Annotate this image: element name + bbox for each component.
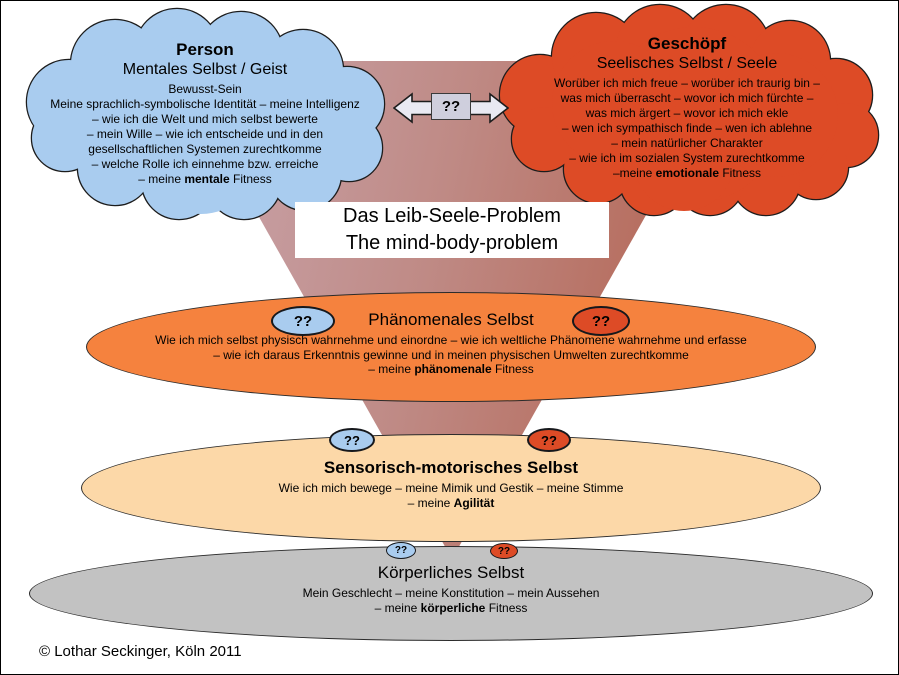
- cloud-line: – wie ich im sozialen System zurechtkomm…: [569, 151, 805, 165]
- cloud-line: – wen ich sympathisch finde – wen ich ab…: [561, 121, 813, 135]
- arrow-question-label: ??: [431, 93, 471, 120]
- phenomenal-self-text: Phänomenales Selbst Wie ich mich selbst …: [86, 310, 816, 377]
- phenomenal-red-question-badge: ??: [572, 306, 630, 336]
- fitness-bold: körperliche: [420, 600, 486, 615]
- bodily-self-title: Körperliches Selbst: [377, 563, 525, 582]
- fitness-post: Fitness: [491, 362, 534, 376]
- cloud-line: Bewusst-Sein: [168, 82, 242, 96]
- band-line: Wie ich mich bewege – meine Mimik und Ge…: [278, 481, 624, 495]
- band-line: Wie ich mich selbst physisch wahrnehme u…: [155, 333, 747, 347]
- soul-self-cloud-text: Geschöpf Seelisches Selbst / Seele Worüb…: [501, 33, 873, 181]
- bodily-self-text: Körperliches Selbst Mein Geschlecht – me…: [29, 563, 873, 615]
- fitness-pre: – meine: [368, 362, 415, 376]
- fitness-pre: – meine: [374, 600, 421, 615]
- cloud-line: – wie ich die Welt und mich selbst bewer…: [92, 112, 318, 126]
- soul-self-subtitle: Seelisches Selbst / Seele: [596, 55, 778, 72]
- cloud-line: gesellschaftlichen Systemen zurechtkomme: [88, 142, 322, 156]
- mental-self-subtitle: Mentales Selbst / Geist: [122, 61, 288, 78]
- band-line: Mein Geschlecht – meine Konstitution – m…: [302, 586, 600, 600]
- phenomenal-fitness-line: – meine phänomenale Fitness: [86, 362, 816, 377]
- phenomenal-blue-question-badge: ??: [271, 306, 335, 336]
- fitness-post: Fitness: [485, 600, 528, 615]
- cloud-line: – welche Rolle ich einnehme bzw. erreich…: [91, 157, 319, 171]
- fitness-bold: mentale: [184, 172, 230, 186]
- title-line-en: The mind-body-problem: [345, 232, 559, 254]
- fitness-pre: – meine: [138, 172, 185, 186]
- mental-self-cloud-text: Person Mentales Selbst / Geist Bewusst-S…: [27, 39, 383, 187]
- cloud-line: Worüber ich mich freue – worüber ich tra…: [554, 76, 820, 90]
- cloud-line: was mich ärgert – wovor ich mich ekle: [585, 106, 789, 120]
- page-title: Das Leib-Seele-Problem The mind-body-pro…: [295, 202, 609, 258]
- fitness-post: Fitness: [719, 166, 762, 180]
- sensomotor-self-ellipse: [81, 434, 821, 542]
- soul-self-cloud-shape: [498, 3, 880, 217]
- fitness-pre: –meine: [612, 166, 656, 180]
- sensomotor-red-question-badge: ??: [527, 428, 571, 452]
- sensomotor-self-title: Sensorisch-motorisches Selbst: [323, 458, 579, 477]
- phenomenal-self-title: Phänomenales Selbst: [368, 310, 534, 329]
- person-title: Person: [176, 40, 234, 59]
- cloud-line: was mich überrascht – wovor ich mich für…: [560, 91, 814, 105]
- fitness-bold: emotionale: [655, 166, 720, 180]
- emotional-fitness-line: –meine emotionale Fitness: [501, 166, 873, 181]
- cloud-line: – mein Wille – wie ich entscheide und in…: [86, 127, 324, 141]
- bodily-red-question-badge: ??: [490, 543, 518, 559]
- sensomotor-blue-question-badge: ??: [329, 428, 375, 452]
- geschoepf-title: Geschöpf: [647, 34, 727, 53]
- fitness-post: Fitness: [229, 172, 272, 186]
- agility-line: – meine Agilität: [81, 496, 821, 511]
- bodily-blue-question-badge: ??: [386, 542, 416, 559]
- mental-self-cloud-shape: [25, 7, 386, 221]
- cloud-line: – mein natürlicher Charakter: [611, 136, 763, 150]
- mental-fitness-line: – meine mentale Fitness: [27, 172, 383, 187]
- fitness-bold: phänomenale: [414, 362, 492, 376]
- bodily-self-ellipse: [29, 546, 873, 641]
- fitness-bold: Agilität: [453, 495, 495, 510]
- cloud-line: Meine sprachlich-symbolische Identität –…: [50, 97, 360, 111]
- fitness-pre: – meine: [407, 495, 454, 510]
- copyright-text: © Lothar Seckinger, Köln 2011: [39, 643, 242, 660]
- phenomenal-self-ellipse: [86, 292, 816, 402]
- title-line-de: Das Leib-Seele-Problem: [343, 205, 561, 227]
- bodily-fitness-line: – meine körperliche Fitness: [29, 601, 873, 616]
- sensomotor-self-text: Sensorisch-motorisches Selbst Wie ich mi…: [81, 458, 821, 510]
- band-line: – wie ich daraus Erkenntnis gewinne und …: [213, 347, 689, 362]
